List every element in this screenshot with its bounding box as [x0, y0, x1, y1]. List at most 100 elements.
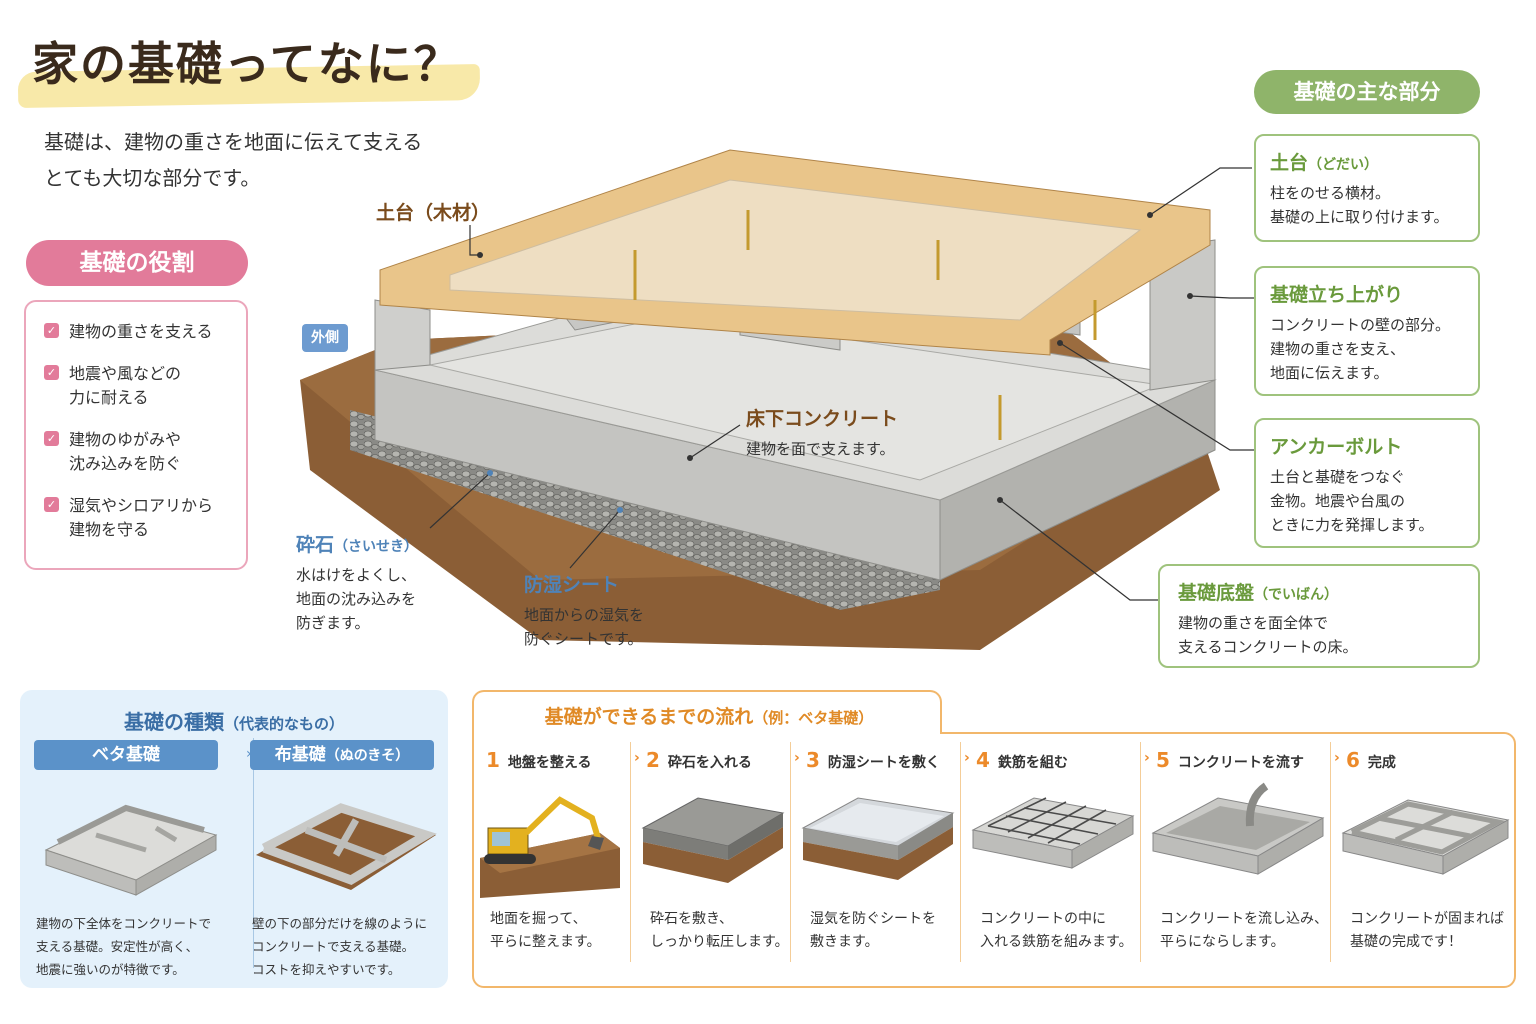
- check-icon: ✓: [44, 365, 59, 380]
- anchor-bolts: [633, 210, 1097, 440]
- callout-dodai-title: 土台（木材）: [376, 202, 491, 224]
- flow-step-3: 3 防湿シートを敷く 湿気を防ぐシートを 敷きます。: [792, 748, 960, 978]
- callout-moisture-sheet: 防湿シート 地面からの湿気を 防ぐシートです。: [524, 570, 644, 651]
- step-number: 1: [486, 748, 500, 772]
- flow-subtitle: （例：ベタ基礎）: [753, 709, 874, 727]
- type-nuno-name: 布基礎: [274, 745, 326, 765]
- intro-text: 基礎は、建物の重さを地面に伝えて支える とても大切な部分です。: [44, 130, 423, 190]
- foundation-types-panel: 基礎の種類（代表的なもの） › ベタ基礎 建物の下全体をコンクリートで 支える基…: [20, 690, 448, 988]
- part-base-slab-desc: 建物の重さを面全体で 支えるコンクリートの床。: [1178, 614, 1358, 656]
- step-separator: [630, 742, 631, 962]
- step-number: 2: [646, 748, 660, 772]
- callout-gravel-title: 砕石（さいせき）: [296, 530, 418, 557]
- role-item: ✓湿気やシロアリから 建物を守る: [44, 494, 236, 542]
- main-parts-title: 基礎の主な部分: [1254, 70, 1480, 114]
- role-item: ✓ 建物のゆがみや 沈み込みを防ぐ: [44, 428, 236, 476]
- check-icon: ✓: [44, 497, 59, 512]
- types-title: 基礎の種類（代表的なもの）: [20, 706, 448, 735]
- flow-tab-cover: [474, 730, 940, 734]
- part-dodai: 土台（どだい） 柱をのせる横材。 基礎の上に取り付けます。: [1254, 134, 1480, 242]
- roles-list: ✓建物の重さを支える ✓地震や風などの 力に耐える ✓建物のゆがみや 沈み込みを…: [24, 300, 248, 570]
- nuno-foundation-illustration: [256, 803, 437, 890]
- types-title-text: 基礎の種類: [123, 710, 224, 734]
- chevron-right-icon: ›: [1144, 750, 1150, 766]
- step-5-head: 5 コンクリートを流す: [1156, 748, 1304, 772]
- check-icon: ✓: [44, 431, 59, 446]
- role-text: 地震や風などの 力に耐える: [69, 364, 182, 407]
- step-number: 5: [1156, 748, 1170, 772]
- type-beta-label: ベタ基礎: [34, 740, 218, 770]
- part-dodai-title: 土台（どだい）: [1270, 148, 1464, 175]
- part-dodai-name: 土台: [1270, 152, 1309, 174]
- type-beta-desc: 建物の下全体をコンクリートで 支える基礎。安定性が高く、 地震に強いのが特徴です…: [36, 916, 212, 977]
- role-text: 建物のゆがみや 沈み込みを防ぐ: [69, 430, 182, 473]
- flow-step-5: 5 コンクリートを流す コンクリートを流し込み、 平らにならします。: [1142, 748, 1330, 978]
- part-dodai-reading: （どだい）: [1308, 157, 1379, 173]
- callout-floor-concrete-desc: 建物を面で支えます。: [746, 440, 895, 458]
- callout-dodai: 土台（木材）: [376, 198, 490, 225]
- chevron-right-icon: ›: [246, 746, 252, 762]
- type-nuno-reading: （ぬのきそ）: [325, 748, 410, 764]
- step-number: 6: [1346, 748, 1360, 772]
- step-label: コンクリートを流す: [1177, 755, 1304, 771]
- part-base-slab: 基礎底盤（でいばん） 建物の重さを面全体で 支えるコンクリートの床。: [1158, 564, 1480, 668]
- step-2-desc: 砕石を敷き、 しっかり転圧します。: [650, 911, 789, 950]
- step-label: 完成: [1367, 755, 1396, 771]
- step-3-desc: 湿気を防ぐシートを 敷きます。: [810, 911, 936, 950]
- type-card-nuno: 布基礎（ぬのきそ） 壁の下の部分だけを線のように コンクリートで支える基礎。 コ…: [238, 740, 448, 998]
- roles-title: 基礎の役割: [26, 240, 248, 286]
- types-subtitle: （代表的なもの）: [223, 715, 344, 733]
- foundation-diagram: [300, 149, 1220, 650]
- dodai-inner: [449, 179, 1142, 321]
- step-6-head: 6 完成: [1346, 748, 1396, 772]
- gravel-illustration: [641, 797, 785, 883]
- pouring-concrete-illustration: [1151, 782, 1325, 875]
- flow-title-text: 基礎ができるまでの流れ: [544, 706, 754, 728]
- step-label: 地盤を整える: [507, 755, 592, 771]
- step-4-desc: コンクリートの中に 入れる鉄筋を組みます。: [980, 911, 1133, 950]
- part-base-slab-reading: （でいばん）: [1254, 587, 1339, 603]
- title-area: 家の基礎ってなに？: [17, 28, 481, 109]
- flow-title: 基礎ができるまでの流れ（例：ベタ基礎）: [474, 702, 944, 729]
- callout-gravel: 砕石（さいせき） 水はけをよくし、 地面の沈み込みを 防ぎます。: [296, 530, 418, 635]
- types-divider: [253, 738, 254, 968]
- part-rising-wall-desc: コンクリートの壁の部分。 建物の重さを支え、 地面に伝えます。: [1270, 316, 1451, 382]
- part-anchor-bolt-desc: 土台と基礎をつなぐ 金物。地震や台風の ときに力を発揮します。: [1270, 468, 1434, 534]
- step-5-desc: コンクリートを流し込み、 平らにならします。: [1160, 911, 1328, 950]
- excavator-illustration: [480, 796, 620, 898]
- part-anchor-bolt-title: アンカーボルト: [1270, 436, 1403, 458]
- part-rising-wall: 基礎立ち上がり コンクリートの壁の部分。 建物の重さを支え、 地面に伝えます。: [1254, 266, 1480, 396]
- step-label: 防湿シートを敷く: [827, 755, 940, 771]
- step-number: 3: [806, 748, 820, 772]
- part-rising-wall-title: 基礎立ち上がり: [1270, 284, 1404, 306]
- step-separator: [1140, 742, 1141, 962]
- chevron-right-icon: ›: [1334, 750, 1340, 766]
- part-dodai-desc: 柱をのせる横材。 基礎の上に取り付けます。: [1270, 184, 1449, 226]
- step-label: 砕石を入れる: [667, 755, 752, 771]
- step-1-head: 1 地盤を整える: [486, 748, 592, 772]
- role-item: ✓建物の重さを支える: [44, 320, 236, 344]
- chevron-right-icon: ›: [634, 750, 640, 766]
- completed-foundation-illustration: [1341, 799, 1510, 875]
- part-anchor-bolt: アンカーボルト 土台と基礎をつなぐ 金物。地震や台風の ときに力を発揮します。: [1254, 418, 1480, 548]
- callout-moisture-sheet-desc: 地面からの湿気を 防ぐシートです。: [524, 606, 645, 648]
- step-number: 4: [976, 748, 990, 772]
- type-nuno-desc: 壁の下の部分だけを線のように コンクリートで支える基礎。 コストを抑えやすいです…: [252, 916, 428, 977]
- step-separator: [790, 742, 791, 962]
- step-2-head: 2 砕石を入れる: [646, 748, 752, 772]
- role-text: 建物の重さを支える: [69, 322, 213, 341]
- moisture-sheet-illustration: [801, 797, 955, 880]
- type-card-beta: ベタ基礎 建物の下全体をコンクリートで 支える基礎。安定性が高く、 地震に強いの…: [22, 740, 232, 998]
- callout-floor-concrete-title: 床下コンクリート: [746, 408, 899, 430]
- beta-foundation-illustration: [44, 804, 218, 896]
- type-nuno-label: 布基礎（ぬのきそ）: [250, 740, 434, 770]
- callout-moisture-sheet-title: 防湿シート: [524, 574, 620, 596]
- outer-side-label: 外側: [302, 324, 348, 352]
- rebar-illustration: [971, 797, 1135, 869]
- flow-tab: 基礎ができるまでの流れ（例：ベタ基礎）: [472, 690, 942, 734]
- chevron-right-icon: ›: [964, 750, 970, 766]
